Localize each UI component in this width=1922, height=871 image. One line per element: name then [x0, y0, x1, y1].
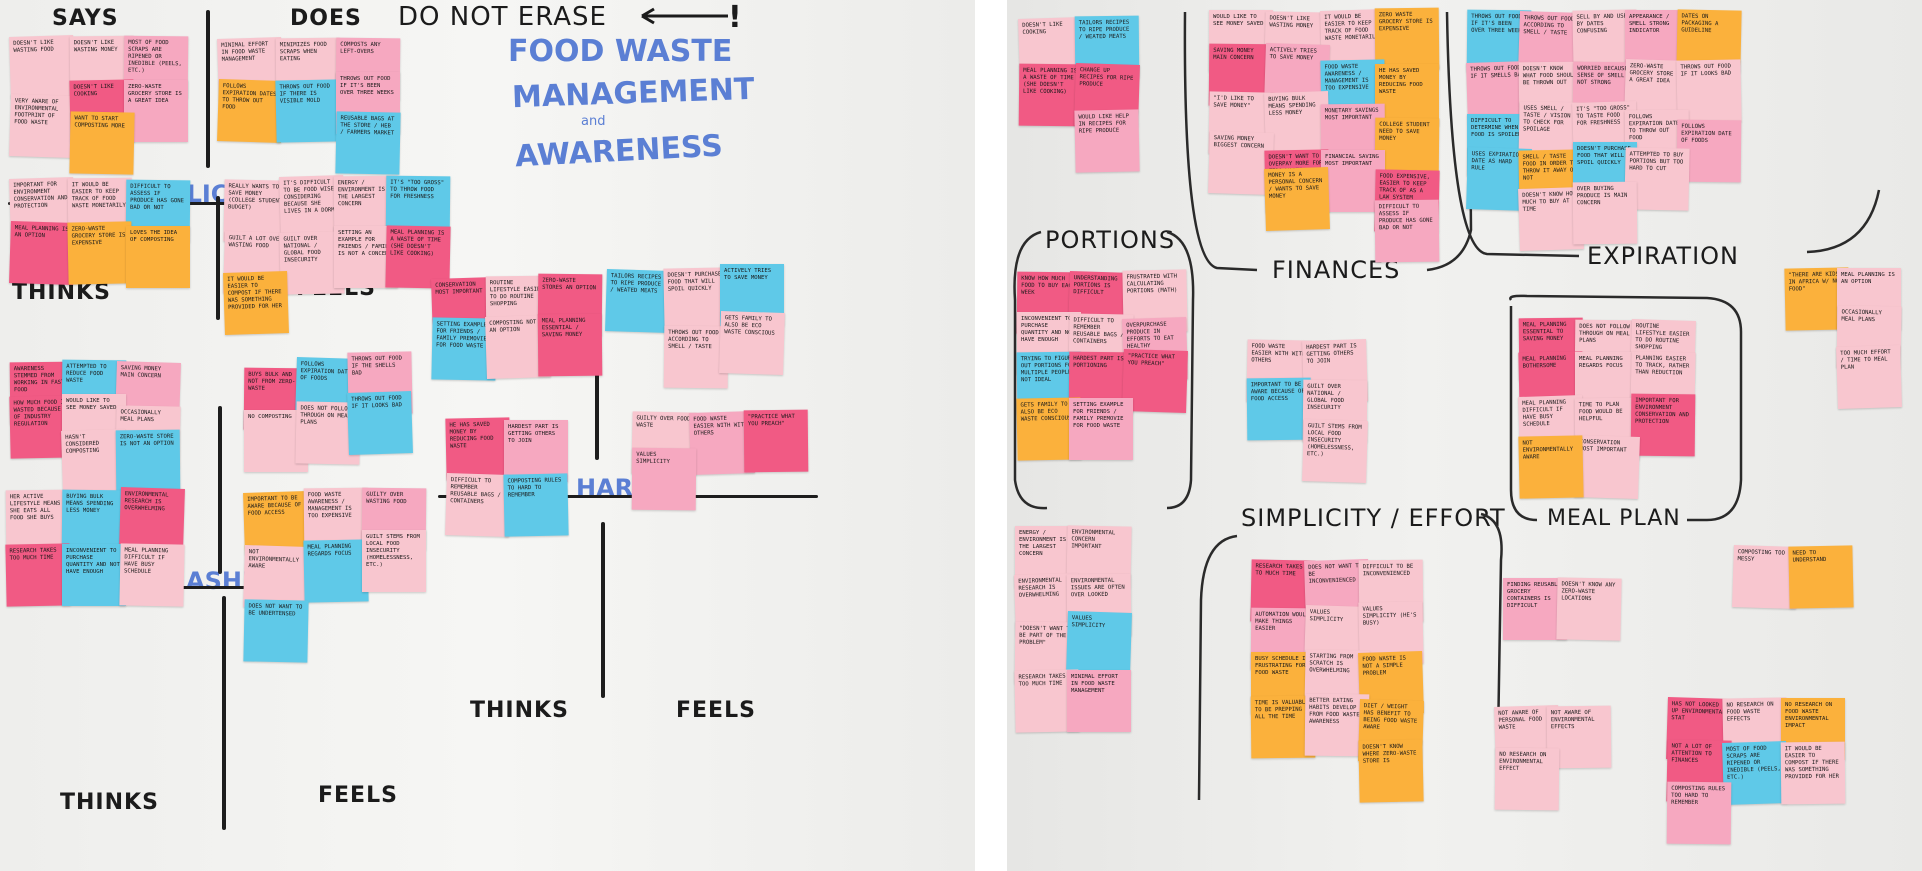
sticky-note: HE HAS SAVED MONEY BY REDUCING FOOD WAST…	[445, 417, 511, 481]
sticky-note: FINDING REUSABLE GROCERY CONTAINERS IS D…	[1503, 578, 1567, 640]
divider-alicia-v2	[216, 196, 220, 320]
sticky-note: BUYING BULK MEANS SPENDING LESS MONEY	[61, 489, 127, 553]
heading-line-1: FOOD WASTE	[508, 34, 733, 69]
erase-warning: DO NOT ERASE	[398, 2, 607, 32]
cluster-outlines	[1013, 9, 1881, 801]
sticky-note: INCONVENIENT TO PURCHASE QUANTITY AND NO…	[62, 544, 126, 606]
sticky-note: COMPOSTING RULES TO HARD TO REMEMBER	[503, 473, 569, 537]
heading-line-3: and	[581, 114, 606, 129]
arrow-left-icon	[641, 7, 728, 25]
sticky-note: FINANCIAL SAVING MOST IMPORTANT	[1321, 150, 1385, 212]
sticky-note: GETS FAMILY TO ALSO BE ECO WASTE CONSCIO…	[719, 311, 785, 375]
sticky-note: MEAL PLANNING REGARDS FOCUS	[303, 539, 369, 603]
sticky-note: CONSERVATION MOST IMPORTANT	[1574, 435, 1640, 499]
cluster-label-portions: PORTIONS	[1045, 226, 1176, 254]
sticky-note: VALUES SIMPLICITY	[631, 447, 697, 511]
divider-ashley-v2	[222, 596, 226, 830]
sticky-note: MONEY IS A PERSONAL CONCERN / WANTS TO S…	[1264, 167, 1330, 231]
sticky-note: MOST OF FOOD SCRAPS ARE RIPENED OR INEDI…	[1722, 741, 1788, 805]
exclamation-mark: !	[728, 0, 743, 35]
sticky-note: DOESN'T LIKE WASTING FOOD	[9, 35, 75, 99]
label-says-1: SAYS	[52, 6, 119, 31]
sticky-note: RESEARCH TAKES TOO MUCH TIME	[5, 543, 71, 607]
sticky-note: WANT TO START COMPOSTING MORE	[69, 111, 135, 175]
sticky-note: THROWS OUT FOOD IF THERE IS VISIBLE MOLD	[275, 79, 341, 143]
sticky-note: ENVIRONMENTAL RESEARCH IS OVERWHELMING	[119, 487, 185, 551]
cluster-label-simplicity: SIMPLICITY / EFFORT	[1241, 504, 1506, 532]
sticky-note: OVER BUYING PRODUCE IS MAIN CONCERN	[1572, 181, 1638, 245]
label-feels-2: FEELS	[318, 783, 398, 808]
sticky-note: DOESN'T PURCHASE FOOD THAT WILL SPOIL QU…	[663, 267, 729, 331]
sticky-note: MEAL PLANNING IS AN OPTION	[9, 221, 75, 285]
sticky-note: TOO MUCH EFFORT / TIME TO MEAL PLAN	[1836, 345, 1902, 409]
sticky-note: MINIMAL EFFORT IN FOOD WASTE MANAGEMENT	[1067, 670, 1131, 732]
label-does-1: DOES	[290, 6, 362, 31]
heading-line-4: AWARENESS	[514, 128, 724, 175]
sticky-note: DIFFICULT TO REMEMBER REUSABLE BAGS / CO…	[445, 473, 511, 537]
sticky-note: SETTING EXAMPLE FOR FRIENDS / FAMILY PRE…	[1069, 398, 1133, 460]
divider-alicia-h	[8, 202, 406, 205]
cluster-label-meal-plan: MEAL PLAN	[1547, 506, 1681, 531]
sticky-note: IT WOULD BE EASIER TO COMPOST IF THERE W…	[1780, 741, 1846, 805]
sticky-note: ZERO-WASTE GROCERY STORE IS A GREAT IDEA	[124, 80, 188, 142]
divider-harb-h	[438, 495, 818, 498]
sticky-note: VERY AWARE OF ENVIRONMENTAL FOOTPRINT OF…	[9, 94, 75, 158]
left-whiteboard: DO NOT ERASE ! FOOD WASTE MANAGEMENT and…	[0, 0, 975, 871]
sticky-note: MEAL PLANNING DIFFICULT IF HAVE BUSY SCH…	[119, 543, 185, 607]
sticky-note: HE HAS SAVED MONEY BY REDUCING FOOD WAST…	[1375, 64, 1439, 126]
heading-line-2: MANAGEMENT	[511, 71, 755, 116]
sticky-note: GUILT STEMS FROM LOCAL FOOD INSECURITY (…	[1302, 419, 1368, 483]
sticky-note: NEED TO UNDERSTAND	[1788, 545, 1854, 609]
sticky-note: COMPOSTING RULES TOO HARD TO REMEMBER	[1666, 781, 1732, 845]
label-feels-3: FEELS	[676, 698, 756, 723]
label-thinks-3: THINKS	[470, 698, 569, 723]
sticky-note: TAILORS RECIPES TO RIPE PRODUCE / WEATED…	[605, 269, 671, 333]
sticky-note: WOULD LIKE HELP IN RECIPES FOR RIPE PROD…	[1074, 109, 1140, 173]
sticky-note: NO RESEARCH ON ENVIRONMENTAL EFFECT	[1494, 747, 1560, 811]
sticky-note: ZERO-WASTE STORE IS NOT AN OPTION	[115, 429, 181, 493]
cluster-label-expiration: EXPIRATION	[1587, 242, 1739, 270]
sticky-note: MEAL PLANNING ESSENTIAL / SAVING MONEY	[537, 313, 603, 377]
sticky-note: DOESN'T KNOW ANY ZERO-WASTE LOCATIONS	[1556, 577, 1622, 641]
sticky-note: ZERO-WASTE GROCERY STORE IS EXPENSIVE	[67, 221, 133, 285]
sticky-note: GUILT STEMS FROM LOCAL FOOD INSECURITY (…	[362, 530, 426, 592]
sticky-note: IT WOULD BE EASIER TO COMPOST IF THERE W…	[223, 271, 289, 335]
sticky-note: NOT ENVIRONMENTALLY AWARE	[1518, 435, 1584, 499]
sticky-note: FOLLOWS EXPIRATION DATES TO THROW OUT FO…	[217, 79, 283, 143]
sticky-note: REUSABLE BAGS AT THE STORE / HEB / FARME…	[335, 111, 401, 175]
label-thinks-2: THINKS	[60, 790, 159, 815]
sticky-note: LOVES THE IDEA OF COMPOSTING	[126, 226, 190, 288]
sticky-note: DOESN'T KNOW WHERE ZERO-WASTE STORE IS	[1358, 739, 1424, 803]
sticky-note: DIFFICULT TO ASSESS IF PRODUCE HAS GONE …	[1374, 199, 1440, 263]
sticky-note: THROWS OUT FOOD IF IT LOOKS BAD	[347, 391, 413, 455]
sticky-note: IMPORTANT TO BE AWARE BECAUSE OF FOOD AC…	[1246, 377, 1312, 441]
sticky-note: HARDEST PART IS GETTING OTHERS TO JOIN	[504, 420, 568, 482]
divider-harb-v2	[601, 522, 605, 698]
right-whiteboard: PORTIONS FINANCES EXPIRATION MEAL PLAN S…	[1007, 0, 1922, 871]
sticky-note: IMPORTANT FOR ENVIRONMENT CONSERVATION A…	[1630, 393, 1696, 457]
sticky-note: VALUES SIMPLICITY	[1066, 611, 1132, 675]
divider-alicia-v	[206, 10, 210, 168]
sticky-note: "PRACTICE WHAT YOU PREACH"	[743, 409, 809, 473]
sticky-note: DOES NOT WANT TO BE UNDERTENSED	[243, 599, 309, 663]
divider-ashley-v	[218, 406, 222, 574]
divider-ashley-h	[10, 586, 422, 589]
divider-harb-v	[595, 310, 599, 460]
